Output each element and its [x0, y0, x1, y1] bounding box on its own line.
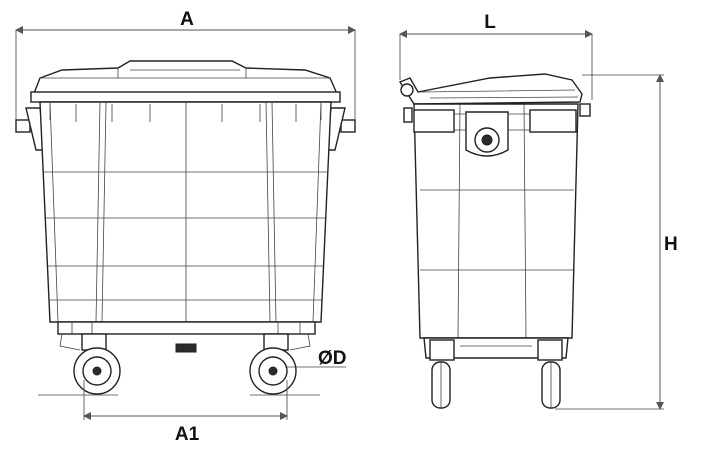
label-d: ØD: [318, 348, 347, 369]
front-handle-left: [15, 119, 31, 133]
front-view: A: [15, 9, 356, 445]
label-a1: A1: [175, 424, 200, 445]
side-view: L: [398, 12, 678, 410]
side-wheel-left: [429, 339, 455, 409]
dimension-h: H: [555, 74, 678, 410]
front-lid: [31, 60, 340, 97]
side-wheel-right: [537, 339, 563, 409]
front-wheel-left: [73, 333, 121, 395]
dimension-l: L: [399, 12, 593, 100]
label-h: H: [664, 234, 678, 255]
front-base: [57, 321, 316, 335]
label-a: A: [180, 9, 194, 30]
side-base: [423, 337, 569, 359]
side-lid: [398, 73, 583, 105]
front-wheel-right: [249, 333, 297, 395]
side-body: [413, 103, 579, 339]
lid-hinge: [400, 83, 414, 97]
dimension-a: A: [15, 9, 356, 125]
dimension-d: ØD: [285, 348, 347, 369]
label-l: L: [484, 12, 496, 33]
front-handle-right: [340, 119, 356, 133]
dimension-a1: A1: [83, 380, 288, 445]
front-body: [39, 101, 332, 323]
front-drain: [175, 343, 197, 353]
front-rim: [30, 91, 341, 103]
